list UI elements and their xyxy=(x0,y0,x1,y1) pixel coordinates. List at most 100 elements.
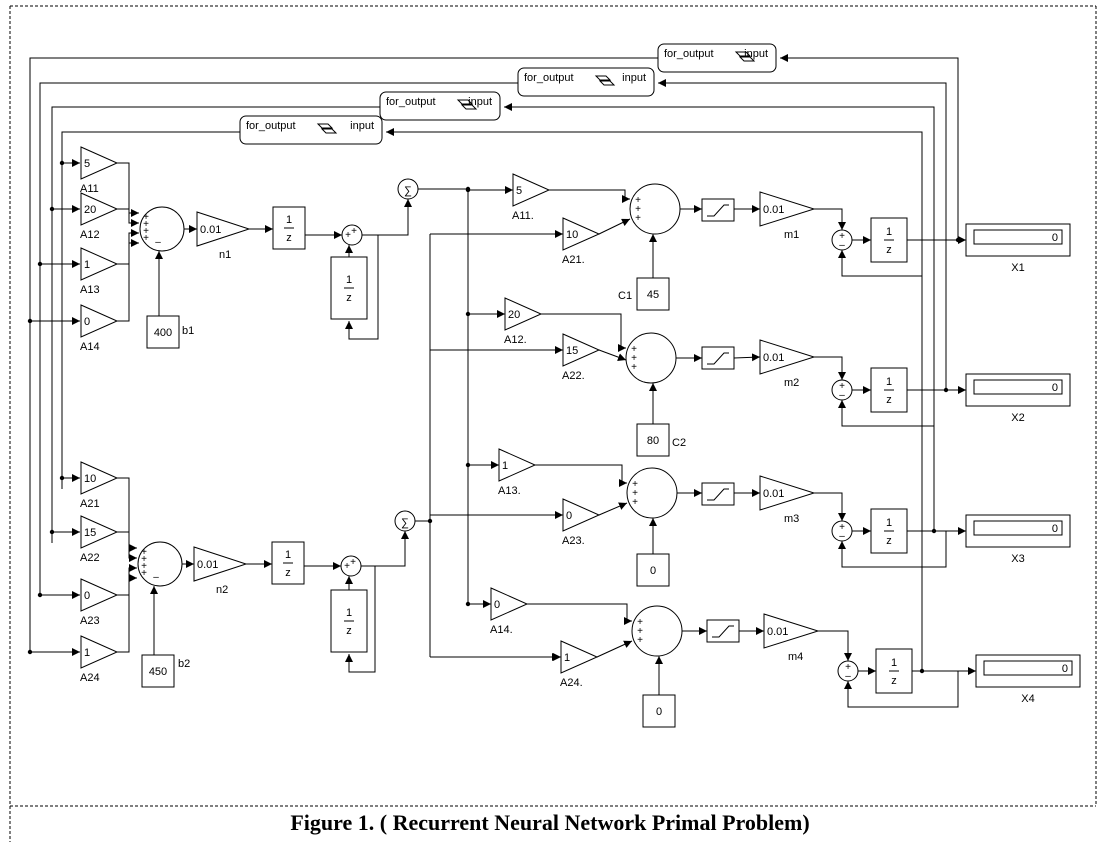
feedback-wire-in xyxy=(658,79,947,390)
feedback-input-label: input xyxy=(468,96,492,108)
gain-label: A14. xyxy=(490,624,513,636)
constant-label: b2 xyxy=(178,658,190,670)
branch-point xyxy=(37,261,43,267)
gain-value: 0 xyxy=(84,316,90,328)
feedback-output-label: for_output xyxy=(246,120,296,132)
feedback-subsystem-block xyxy=(517,67,655,97)
gain-label: A22 xyxy=(80,552,100,564)
subsystem-icon xyxy=(734,51,756,62)
signal-wire xyxy=(535,464,627,487)
gain-block xyxy=(498,448,537,482)
output-sum-block xyxy=(625,332,677,384)
branch-point xyxy=(955,237,961,243)
display-label: X1 xyxy=(1011,262,1024,274)
sum-sign: – xyxy=(839,531,845,542)
gain-block xyxy=(759,339,816,375)
gain-label: A12. xyxy=(504,334,527,346)
branch-point xyxy=(919,668,925,674)
unit-delay-numerator: 1 xyxy=(346,274,352,286)
gain-value: 1 xyxy=(564,652,570,664)
weighted-sum-block xyxy=(139,206,185,252)
feedback-wire-in xyxy=(780,54,959,240)
feedback-wire-in xyxy=(504,103,935,531)
sum-sign: – xyxy=(155,237,161,248)
constant-value: 80 xyxy=(647,435,659,447)
gain-block xyxy=(562,217,601,251)
sum-sigma-block xyxy=(397,178,419,200)
branch-point xyxy=(465,187,471,193)
feedback-output-label: for_output xyxy=(524,72,574,84)
output-feedback-wire xyxy=(838,390,935,427)
gain-to-sum-wire xyxy=(117,531,137,562)
branch-point xyxy=(59,475,65,481)
gain-block xyxy=(80,247,119,281)
constant-label: b1 xyxy=(182,325,194,337)
adder-to-sigma-wire xyxy=(361,531,409,567)
feedback-output-label: for_output xyxy=(386,96,436,108)
gain-label: A13 xyxy=(80,284,100,296)
sum-sign: + xyxy=(637,617,643,628)
gain-label: A22. xyxy=(562,370,585,382)
branch-point xyxy=(465,311,471,317)
sum-sign: + xyxy=(632,479,638,490)
loop-return-wire xyxy=(345,235,379,340)
layer2-bus-a xyxy=(418,188,469,602)
sum-sign: – xyxy=(839,240,845,251)
sum-sign: + xyxy=(344,561,350,572)
output-sum-block xyxy=(626,467,678,519)
constant-value: 0 xyxy=(650,565,656,577)
saturation-curve xyxy=(707,352,729,365)
gain-to-sum-wire xyxy=(117,477,137,552)
sum-sign: + xyxy=(350,557,356,568)
sum-sign: + xyxy=(839,522,845,533)
display-label: X3 xyxy=(1011,553,1024,565)
branch-point xyxy=(37,592,43,598)
saturation-block xyxy=(701,482,735,506)
gain-value: 10 xyxy=(84,473,96,485)
output-feedback-wire xyxy=(838,240,923,277)
constant-block xyxy=(146,315,180,349)
update-adder-block xyxy=(837,660,859,682)
gain-label: A23 xyxy=(80,615,100,627)
sum-sign: + xyxy=(143,212,149,223)
gain-label: A11 xyxy=(80,183,99,195)
gain-block xyxy=(196,211,251,247)
signal-wires xyxy=(27,54,976,708)
rate-label: m4 xyxy=(788,651,803,663)
sum-sign: + xyxy=(839,231,845,242)
constant-label: C2 xyxy=(672,437,686,449)
gain-value: 20 xyxy=(84,204,96,216)
subsystem-icon xyxy=(456,99,478,110)
branch-point xyxy=(465,601,471,607)
gain-to-sum-wire xyxy=(117,208,139,227)
display-screen xyxy=(973,520,1063,536)
figure-caption: Figure 1. ( Recurrent Neural Network Pri… xyxy=(290,810,809,835)
gain-block xyxy=(80,515,119,549)
gain-to-sum-wire xyxy=(117,574,137,653)
gain-block xyxy=(763,613,820,649)
branch-point xyxy=(27,649,33,655)
sum-sign: – xyxy=(839,390,845,401)
unit-delay-numerator: 1 xyxy=(886,517,892,529)
gain-value: 15 xyxy=(566,345,578,357)
branch-point xyxy=(427,518,433,524)
sum-sign: + xyxy=(631,362,637,373)
gain-value: 0.01 xyxy=(200,224,221,236)
branch-point xyxy=(59,160,65,166)
signal-wire xyxy=(527,603,632,625)
signal-wire xyxy=(818,630,852,661)
feedback-wire-out xyxy=(39,82,518,597)
gain-block xyxy=(759,475,816,511)
unit-delay-block xyxy=(271,541,305,585)
gain-value: 5 xyxy=(516,185,522,197)
signal-wire xyxy=(814,492,846,521)
display-label: X2 xyxy=(1011,412,1024,424)
sum-sign: + xyxy=(631,344,637,355)
branch-point xyxy=(931,528,937,534)
gain-value: 0.01 xyxy=(763,204,784,216)
sum-sign: + xyxy=(635,195,641,206)
sigma-symbol: ∑ xyxy=(404,185,412,197)
subsystem-icon xyxy=(594,75,616,86)
sum-sign: + xyxy=(141,568,147,579)
